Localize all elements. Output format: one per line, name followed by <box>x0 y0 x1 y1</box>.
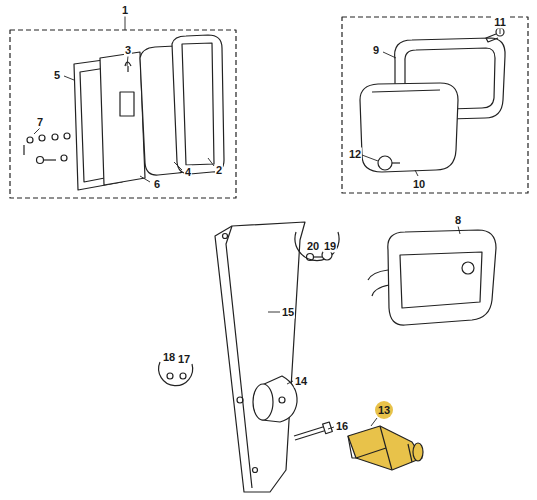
callout-number: 3 <box>124 44 132 57</box>
callout-number: 20 <box>306 240 320 253</box>
callout-number: 1 <box>121 4 129 17</box>
callout-number: 11 <box>493 16 507 29</box>
callout-number: 15 <box>281 306 295 319</box>
callout-number: 14 <box>294 375 308 388</box>
plug <box>348 426 423 470</box>
socket <box>253 376 297 422</box>
mounting-bracket <box>215 222 305 492</box>
callout-number: 4 <box>184 166 192 179</box>
callout-number: 10 <box>412 178 426 191</box>
lamp-unit <box>368 230 496 325</box>
callout-number: 8 <box>454 214 462 227</box>
lamp-assembly <box>74 35 224 190</box>
callout-number: 9 <box>372 44 380 57</box>
callout-number: 17 <box>177 353 191 366</box>
leader-line <box>34 16 500 429</box>
screw <box>294 422 332 440</box>
group-box <box>10 30 236 198</box>
detail-circle <box>159 232 339 386</box>
callout-number: 19 <box>323 240 337 253</box>
callout-number: 2 <box>215 164 223 177</box>
callout-number: 6 <box>153 178 161 191</box>
callout-number: 5 <box>53 69 61 82</box>
screw-set <box>24 133 70 164</box>
callout-number: 16 <box>335 420 349 433</box>
group-box <box>342 17 528 193</box>
callout-number: 12 <box>348 148 362 161</box>
callout-number: 7 <box>36 116 44 129</box>
callout-number: 18 <box>162 351 176 364</box>
lamp-housing <box>360 28 505 172</box>
callout-number: 13 <box>375 401 393 419</box>
